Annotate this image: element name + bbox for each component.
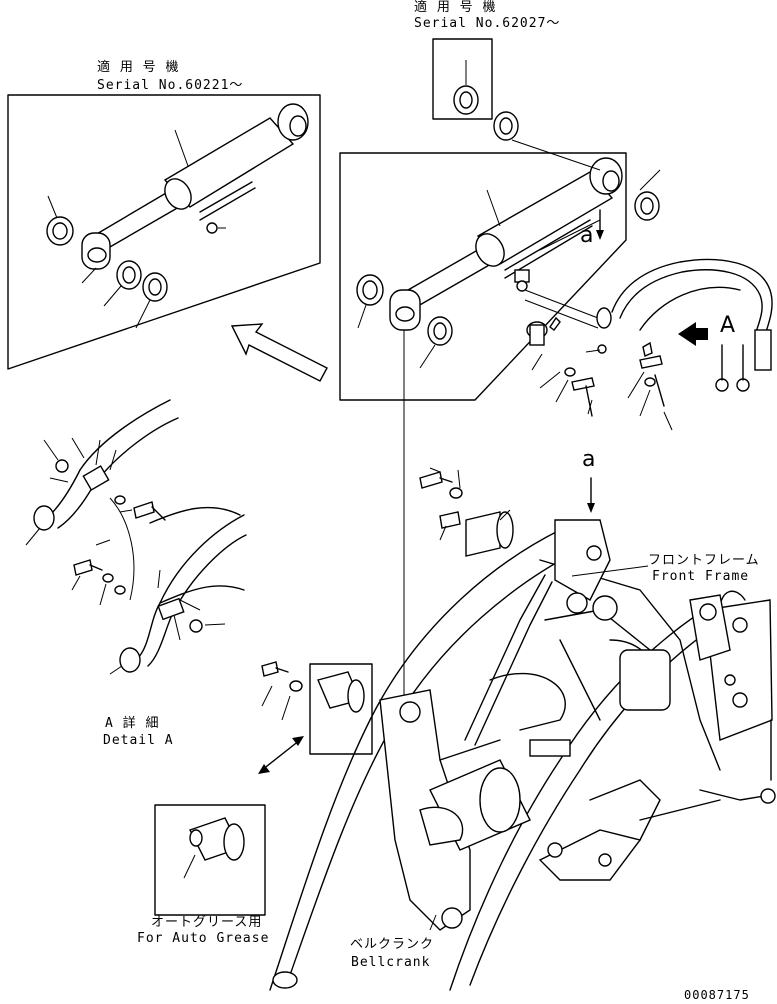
view-arrow-A-icon bbox=[678, 322, 708, 346]
cylinder-box-main bbox=[339, 111, 661, 401]
grease-hose-assembly bbox=[526, 258, 773, 431]
pin-set bbox=[261, 467, 514, 755]
lift-cylinder-icon bbox=[389, 157, 623, 331]
seal-ring-icon bbox=[46, 216, 74, 246]
callout-a-upper: a bbox=[580, 223, 594, 248]
lift-cylinder-old-icon bbox=[81, 103, 309, 270]
seal-ring-icon bbox=[634, 191, 660, 221]
serial-label-2-jp: 適 用 号 機 bbox=[414, 0, 497, 15]
auto-grease-jp: オートグリース用 bbox=[151, 915, 263, 930]
drawing-number: 00087175 bbox=[684, 988, 750, 1002]
reference-arrow-icon bbox=[230, 323, 328, 382]
front-frame-jp: フロントフレーム bbox=[648, 553, 760, 568]
seal-ring-icon bbox=[493, 111, 519, 141]
front-frame-en: Front Frame bbox=[652, 569, 750, 584]
detail-a-en: Detail A bbox=[103, 733, 174, 748]
seal-ring-icon bbox=[142, 272, 168, 302]
callout-A: A bbox=[720, 313, 736, 338]
auto-grease-box bbox=[154, 804, 266, 916]
detail-a-jp: A 詳 細 bbox=[105, 716, 160, 731]
seal-ring-icon bbox=[356, 274, 384, 306]
serial-label-1-jp: 適 用 号 機 bbox=[97, 60, 180, 75]
serial-box-62027 bbox=[432, 38, 493, 120]
serial-label-2-en: Serial No.62027～ bbox=[414, 16, 561, 31]
bellcrank-jp: ベルクランク bbox=[350, 937, 435, 952]
seal-ring-icon bbox=[116, 260, 142, 290]
seal-ring-icon bbox=[427, 316, 453, 346]
cylinder-box-60221 bbox=[7, 94, 321, 370]
auto-grease-en: For Auto Grease bbox=[137, 931, 270, 946]
double-arrow-icon bbox=[258, 736, 304, 774]
detail-A-drawing bbox=[25, 399, 247, 675]
callout-a-lower: a bbox=[582, 447, 596, 472]
front-frame-drawing bbox=[269, 330, 776, 991]
serial-label-1-en: Serial No.60221～ bbox=[97, 78, 244, 93]
bellcrank-en: Bellcrank bbox=[351, 955, 431, 970]
